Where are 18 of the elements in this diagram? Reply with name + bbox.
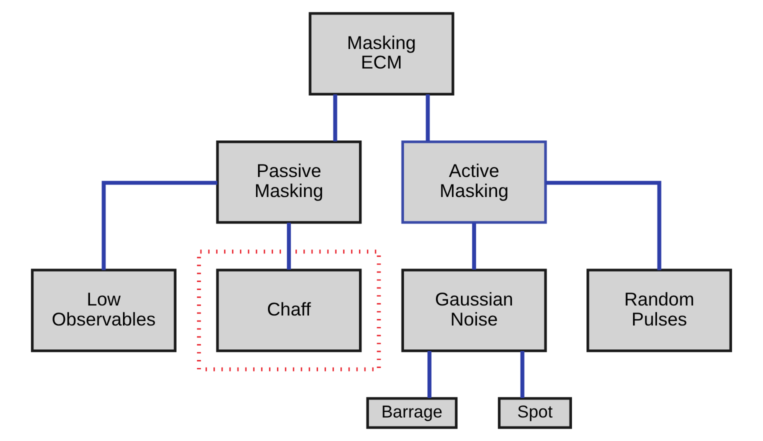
connector [286,222,291,270]
connector [546,180,662,270]
node-box: Spot [498,397,572,429]
node-box: Gaussian Noise [401,268,547,352]
connector [426,94,430,142]
connector [427,350,432,398]
node-box: Passive Masking [216,140,362,224]
node-box: Random Pulses [586,268,732,352]
cluster [196,250,381,372]
node-box: Chaff [216,268,362,352]
node-box: Barrage [366,397,458,429]
connector [102,180,218,270]
node-box: Masking ECM [308,12,454,96]
connector [472,222,476,270]
node-box: Active Masking [401,140,547,224]
connector [333,94,338,142]
connector [520,350,524,398]
node-box: Low Observables [30,268,176,352]
